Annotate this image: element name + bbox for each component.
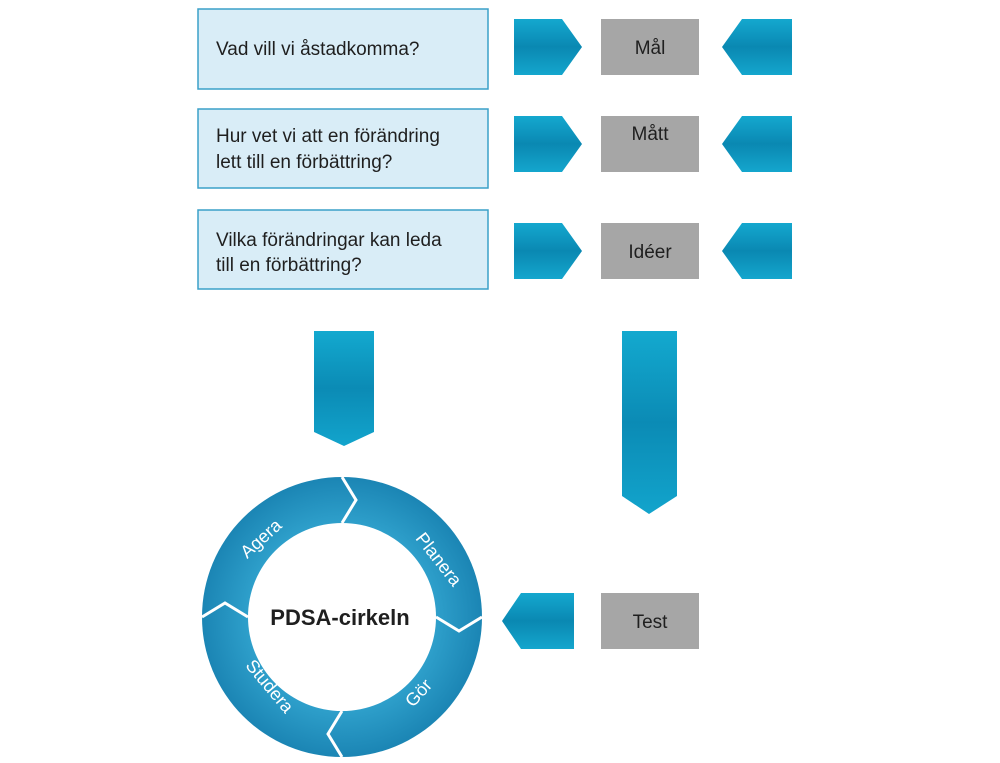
arrow-down-right: [622, 331, 677, 514]
divider-right: [435, 615, 483, 633]
question-1-line-1: Vad vill vi åstadkomma?: [216, 39, 419, 60]
arrow-left-3: [722, 223, 792, 279]
label-ideer: Idéer: [628, 242, 672, 263]
question-box-1: Vad vill vi åstadkomma?: [197, 8, 489, 90]
label-box-matt: Mått: [601, 116, 699, 172]
question-2-line-2: lett till en förbättring?: [216, 152, 392, 173]
label-test: Test: [633, 612, 669, 633]
question-3-line-2: till en förbättring?: [216, 255, 362, 276]
arrow-down-left: [314, 331, 374, 446]
pdsa-cycle: PDSA-cirkeln Agera Planera Gör Studera: [201, 476, 483, 758]
label-mal: Mål: [635, 38, 666, 59]
cycle-center: [248, 523, 436, 711]
arrow-right-1: [514, 19, 582, 75]
arrow-right-2: [514, 116, 582, 172]
label-box-ideer: Idéer: [601, 223, 699, 279]
divider-left: [201, 601, 249, 619]
divider-top: [340, 476, 358, 524]
question-3-line-1: Vilka förändringar kan leda: [216, 230, 442, 251]
divider-bottom: [326, 710, 344, 758]
arrow-left-test: [502, 593, 574, 649]
arrow-left-1: [722, 19, 792, 75]
question-2-line-1: Hur vet vi att en förändring: [216, 126, 440, 147]
question-box-3: Vilka förändringar kan leda till en förb…: [197, 209, 489, 290]
cycle-center-label: PDSA-cirkeln: [270, 605, 409, 630]
label-box-mal: Mål: [601, 19, 699, 75]
arrow-right-3: [514, 223, 582, 279]
question-box-2: Hur vet vi att en förändring lett till e…: [197, 108, 489, 189]
arrow-left-2: [722, 116, 792, 172]
label-box-test: Test: [601, 593, 699, 649]
label-matt: Mått: [632, 124, 670, 145]
